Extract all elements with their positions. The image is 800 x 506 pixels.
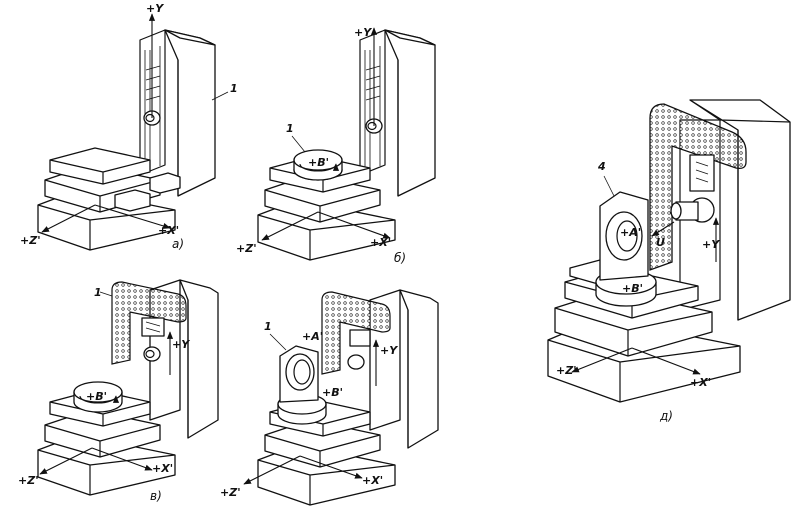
spindle-d: [670, 197, 715, 223]
part-number-g: 1: [264, 320, 272, 333]
spindle-head-v: [143, 346, 161, 362]
rotary-table-v: [73, 381, 123, 413]
machine-g: +Y +X' +Z' +A' +B' 1: [220, 289, 439, 506]
u-label-d: U: [656, 236, 665, 249]
c-frame-d: [649, 103, 747, 271]
axis-y-label-d: +Y: [702, 238, 720, 251]
axis-y-label-g: +Y: [380, 344, 398, 357]
machine-d: +Y +X' +Z' +A' +B' U 4 д): [547, 99, 791, 423]
rotary-a-label-d: +A': [620, 226, 641, 239]
spindle-head-g: [347, 354, 365, 370]
axis-y-label-v: +Y: [172, 338, 190, 351]
column-b: [359, 29, 436, 197]
axes-b: [261, 27, 391, 241]
axis-z-label-a: +Z': [20, 234, 41, 247]
axis-x-label-d: +X': [690, 376, 711, 389]
caption-v: в): [150, 489, 162, 503]
axes-g: [243, 339, 380, 485]
axis-z-label-g: +Z': [220, 486, 241, 499]
c-frame-g: [321, 291, 391, 375]
rotary-table-b: [293, 149, 343, 181]
axis-y-label-a: +Y: [146, 2, 164, 15]
axis-y-label-b: +Y: [354, 26, 372, 39]
c-frame-v: [111, 281, 187, 365]
axes-d: [571, 217, 720, 375]
part-number-b: 1: [286, 122, 294, 135]
part-number-a: 1: [230, 82, 238, 95]
axis-x-label-v: +X': [152, 462, 173, 475]
axis-x-label-b: +X': [370, 236, 391, 249]
axis-z-label-d: +Z': [556, 364, 577, 377]
rotary-b-label-d: +B': [622, 282, 643, 295]
rotary-label-v: +B': [86, 390, 107, 403]
part-number-v: 1: [94, 286, 102, 299]
tilting-head-d: [595, 191, 657, 307]
axis-z-label-v: +Z': [18, 474, 39, 487]
column-a: [139, 29, 216, 197]
caption-b: б): [394, 251, 406, 265]
rotary-a-label-g: +A': [302, 330, 323, 343]
machine-b: +Y +X' +Z' +B' 1 б): [236, 26, 436, 265]
axes-v: [39, 331, 174, 475]
rotary-label-b: +B': [308, 156, 329, 169]
part-number-d: 4: [597, 160, 606, 173]
caption-d: д): [659, 409, 673, 423]
tilting-head-g: [277, 345, 327, 425]
machine-a: +Y +X' +Z' 1 а): [20, 2, 238, 251]
base-a: [37, 147, 181, 251]
axis-x-label-a: +X': [158, 224, 179, 237]
column-d: [679, 99, 791, 321]
axis-x-label-g: +X': [362, 474, 383, 487]
axis-z-label-b: +Z': [236, 242, 257, 255]
caption-a: а): [172, 237, 184, 251]
rotary-b-label-g: +B': [322, 386, 343, 399]
axes-a: [41, 13, 171, 233]
machine-v: +Y +X' +Z' +B' 1 в): [18, 279, 219, 503]
